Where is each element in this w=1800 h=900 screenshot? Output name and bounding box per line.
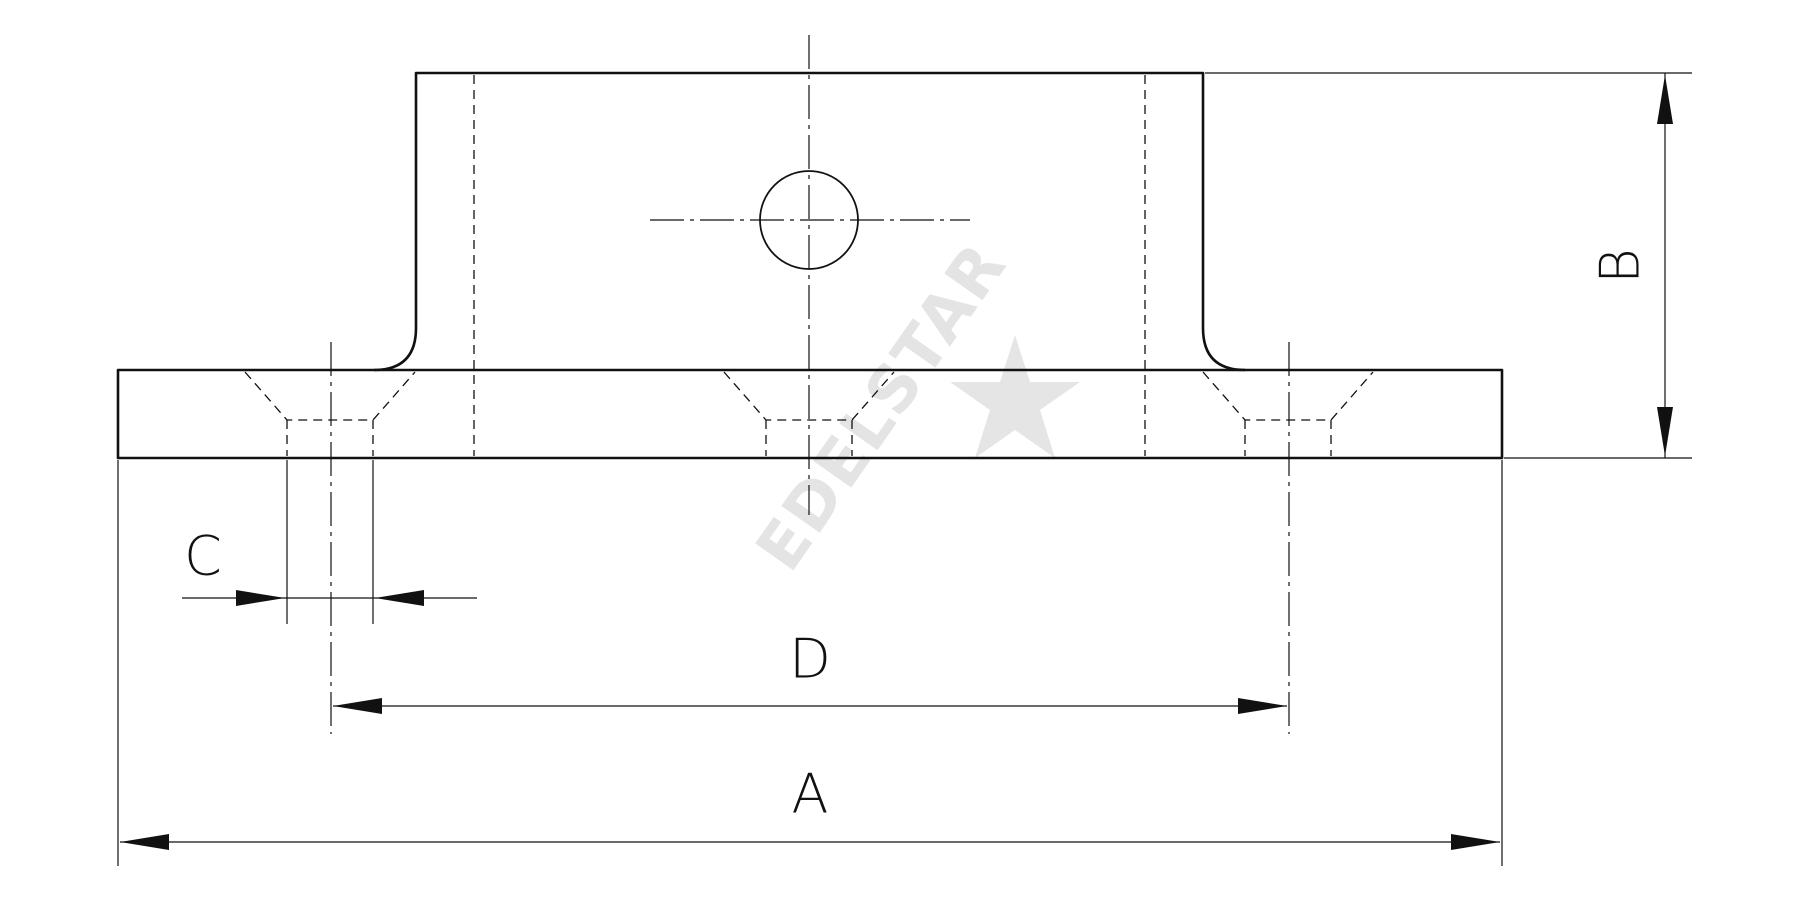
countersunk-hole-center (723, 371, 895, 456)
dimension-label-c: C (184, 525, 222, 588)
watermark-star-icon (950, 335, 1080, 458)
dimension-label-b: B (1589, 248, 1652, 283)
dimension-a: A (117, 460, 1503, 866)
svg-text:EDELSTAR: EDELSTAR (742, 230, 1021, 584)
dimension-label-a: A (792, 763, 829, 826)
part-outline (116, 71, 1504, 460)
dimension-label-d: D (789, 628, 831, 691)
dimension-c: C (182, 460, 477, 624)
dimension-d: D (333, 628, 1287, 714)
tab-mounting-hole (759, 170, 859, 270)
countersunk-hole-left (244, 371, 416, 456)
watermark-logo: EDELSTAR (742, 230, 1021, 584)
countersunk-hole-right (1202, 371, 1374, 456)
dimension-b: B (1205, 72, 1692, 459)
